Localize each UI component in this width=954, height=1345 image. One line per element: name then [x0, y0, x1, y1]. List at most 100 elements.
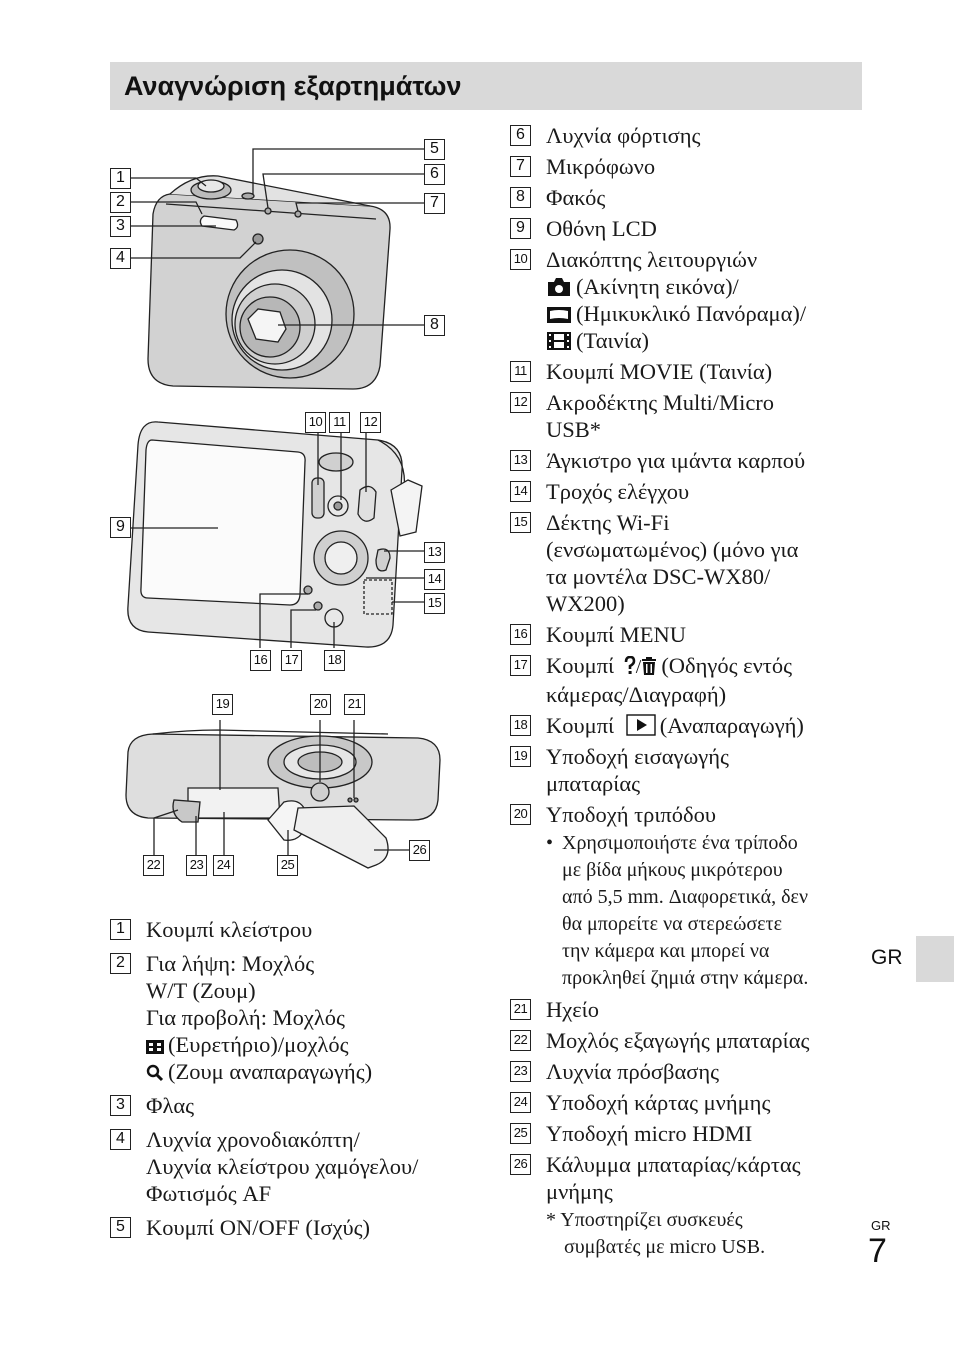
callout-5: 5 — [424, 139, 445, 160]
item-number: 26 — [510, 1154, 531, 1175]
item-number: 23 — [510, 1061, 531, 1082]
item-text: Ακροδέκτης Multi/Micro — [546, 390, 775, 415]
item-text: (ενσωματωμένος) (μόνο για — [546, 537, 799, 562]
panorama-icon — [547, 307, 571, 323]
callout-26: 26 — [409, 840, 430, 861]
item-text: Υποδοχή micro HDMI — [546, 1121, 753, 1146]
item-text: μνήμης — [546, 1179, 613, 1204]
item-text: Φλας — [146, 1093, 195, 1118]
item-text-with-icon: (Ευρετήριο)/μοχλός — [146, 1031, 480, 1058]
list-item: 21 Ηχείο — [510, 996, 870, 1023]
callout-25: 25 — [277, 855, 298, 876]
parts-list-left: 1 Κουμπί κλείστρου 2 Για λήψη: Μοχλός W/… — [110, 916, 480, 1248]
callout-13: 13 — [424, 542, 445, 563]
item-number: 14 — [510, 481, 531, 502]
callout-3: 3 — [110, 216, 131, 237]
callout-24: 24 — [213, 855, 234, 876]
footnote: * Υποστηρίζει συσκευές συμβατές με micro… — [546, 1207, 870, 1261]
item-text: Φωτισμός AF — [146, 1181, 272, 1206]
slash-separator: / — [635, 656, 642, 678]
item-text: Υποδοχή εισαγωγής — [546, 744, 729, 769]
item-text: Δέκτης Wi-Fi — [546, 510, 670, 535]
zoom-icon — [146, 1064, 164, 1082]
list-item: 25 Υποδοχή micro HDMI — [510, 1120, 870, 1147]
list-item: 20 Υποδοχή τριπόδου • Χρησιμοποιήστε ένα… — [510, 801, 870, 992]
item-text: WX200) — [546, 591, 625, 616]
callout-4: 4 — [110, 248, 131, 269]
item-number: 10 — [510, 249, 531, 270]
list-item: 8 Φακός — [510, 184, 870, 211]
item-number: 19 — [510, 746, 531, 767]
callout-17: 17 — [281, 650, 302, 671]
list-item: 26 Κάλυμμα μπαταρίας/κάρτας μνήμης * Υπο… — [510, 1151, 870, 1261]
item-text: Λυχνία πρόσβασης — [546, 1059, 720, 1084]
tripod-note: • Χρησιμοποιήστε ένα τρίποδο με βίδα μήκ… — [546, 830, 870, 992]
item-text: Κουμπί — [546, 713, 615, 738]
item-text: Μικρόφωνο — [546, 154, 656, 179]
camera-back-figure — [127, 421, 424, 648]
callout-22: 22 — [143, 855, 164, 876]
item-text: Διακόπτης λειτουργιών — [546, 247, 758, 272]
item-number: 22 — [510, 1030, 531, 1051]
item-text: Κουμπί κλείστρου — [146, 917, 313, 942]
item-text: (Ακίνητη εικόνα)/ — [576, 274, 739, 299]
item-text: Υποδοχή κάρτας μνήμης — [546, 1090, 771, 1115]
item-text: Για λήψη: Μοχλός — [146, 951, 315, 976]
item-text: (Ζουμ αναπαραγωγής) — [168, 1059, 373, 1084]
list-item: 19 Υποδοχή εισαγωγής μπαταρίας — [510, 743, 870, 797]
list-item: 10 Διακόπτης λειτουργιών (Ακίνητη εικόνα… — [510, 246, 870, 354]
callout-20: 20 — [310, 694, 331, 715]
item-text: Κουμπί ON/OFF (Ισχύς) — [146, 1215, 371, 1240]
parts-list-right: 6 Λυχνία φόρτισης 7 Μικρόφωνο 8 Φακός 9 … — [510, 122, 870, 1263]
item-number: 5 — [110, 1217, 131, 1238]
item-number: 25 — [510, 1123, 531, 1144]
item-number: 16 — [510, 624, 531, 645]
note-line: την κάμερα και μπορεί να — [562, 940, 770, 962]
list-item: 7 Μικρόφωνο — [510, 153, 870, 180]
item-text: Υποδοχή τριπόδου — [546, 802, 717, 827]
list-item: 2 Για λήψη: Μοχλός W/T (Ζουμ) Για προβολ… — [110, 950, 480, 1085]
list-item: 16 Κουμπί MENU — [510, 621, 870, 648]
list-item: 11 Κουμπί MOVIE (Ταινία) — [510, 358, 870, 385]
language-tab-label: GR — [871, 946, 903, 969]
list-item: 15 Δέκτης Wi-Fi (ενσωματωμένος) (μόνο γι… — [510, 509, 870, 617]
item-text-with-icon: (Ταινία) — [546, 327, 870, 354]
item-text: Τροχός ελέγχου — [546, 479, 690, 504]
item-text: Οθόνη LCD — [546, 216, 657, 241]
item-number: 24 — [510, 1092, 531, 1113]
list-item: 24 Υποδοχή κάρτας μνήμης — [510, 1089, 870, 1116]
item-text: Μοχλός εξαγωγής μπαταρίας — [546, 1028, 810, 1053]
item-number: 20 — [510, 804, 531, 825]
index-icon — [146, 1040, 164, 1054]
help-icon — [624, 656, 636, 674]
note-line: Χρησιμοποιήστε ένα τρίποδο — [562, 832, 798, 854]
item-number: 2 — [110, 953, 131, 974]
item-text: Λυχνία φόρτισης — [546, 123, 701, 148]
item-number: 21 — [510, 999, 531, 1020]
callout-15: 15 — [424, 593, 445, 614]
item-number: 3 — [110, 1095, 131, 1116]
item-text-with-icon: (Ακίνητη εικόνα)/ — [546, 273, 870, 300]
item-number: 9 — [510, 218, 531, 239]
footnote-line: * Υποστηρίζει συσκευές — [546, 1209, 743, 1231]
item-text: (Αναπαραγωγή) — [659, 713, 804, 738]
play-icon — [626, 714, 656, 736]
page-number: 7 — [868, 1232, 887, 1270]
callout-19: 19 — [212, 694, 233, 715]
movie-icon — [547, 332, 571, 350]
item-number: 7 — [510, 156, 531, 177]
callout-10: 10 — [305, 412, 326, 433]
camera-front-figure — [130, 148, 424, 390]
list-item: 17 Κουμπί / (Οδηγός εντός κάμερας/Διαγρα… — [510, 652, 870, 708]
list-item: 5 Κουμπί ON/OFF (Ισχύς) — [110, 1214, 480, 1241]
item-text: Ηχείο — [546, 997, 599, 1022]
list-item: 6 Λυχνία φόρτισης — [510, 122, 870, 149]
item-text-with-icon: Κουμπί / (Οδηγός εντός — [546, 652, 870, 681]
bullet: • — [546, 832, 554, 854]
item-text: τα μοντέλα DSC-WX80/ — [546, 564, 771, 589]
item-text: Για προβολή: Μοχλός — [146, 1005, 345, 1030]
footnote-line: συμβατές με micro USB. — [564, 1236, 766, 1258]
note-line: θα μπορείτε να στερεώσετε — [562, 913, 782, 935]
item-text: USB* — [546, 417, 602, 442]
item-number: 11 — [510, 361, 531, 382]
